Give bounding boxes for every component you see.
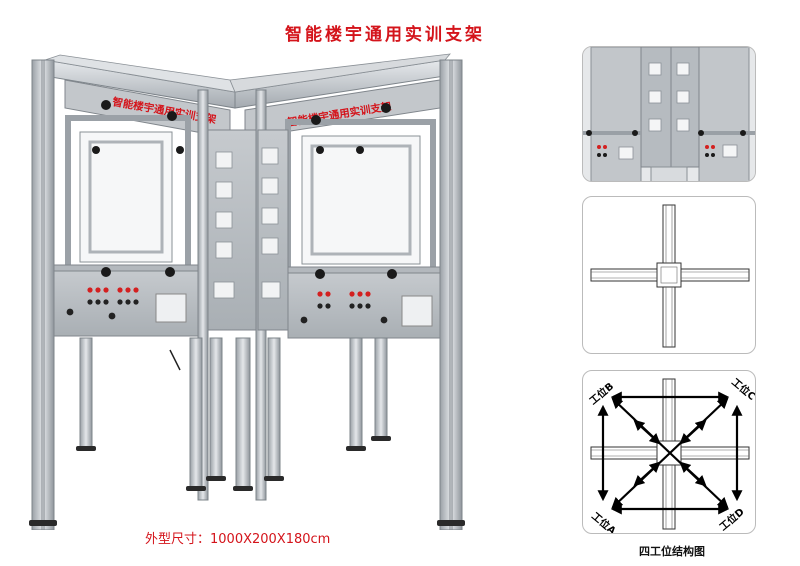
station-label-c: 工位C: [729, 375, 756, 403]
station-label-b: 工位B: [587, 380, 617, 408]
page-title: 智能楼宇通用实训支架: [285, 25, 485, 45]
closeup-photo: [583, 47, 755, 181]
cross-topview-panel: [582, 196, 756, 354]
four-station-diagram: 工位B 工位C 工位A 工位D: [587, 375, 756, 534]
product-photo: 智能楼宇通用实训支架 智能楼宇通用实训支架: [29, 53, 465, 530]
station-label-a: 工位A: [589, 509, 619, 534]
four-station-panel: 工位B 工位C 工位A 工位D: [582, 370, 756, 534]
diagram-caption: 四工位结构图: [639, 545, 705, 558]
closeup-photo-panel: [582, 46, 756, 182]
dimensions-label: 外型尺寸：1000X200X180cm: [145, 532, 331, 547]
cross-topview-diagram: [590, 204, 750, 348]
